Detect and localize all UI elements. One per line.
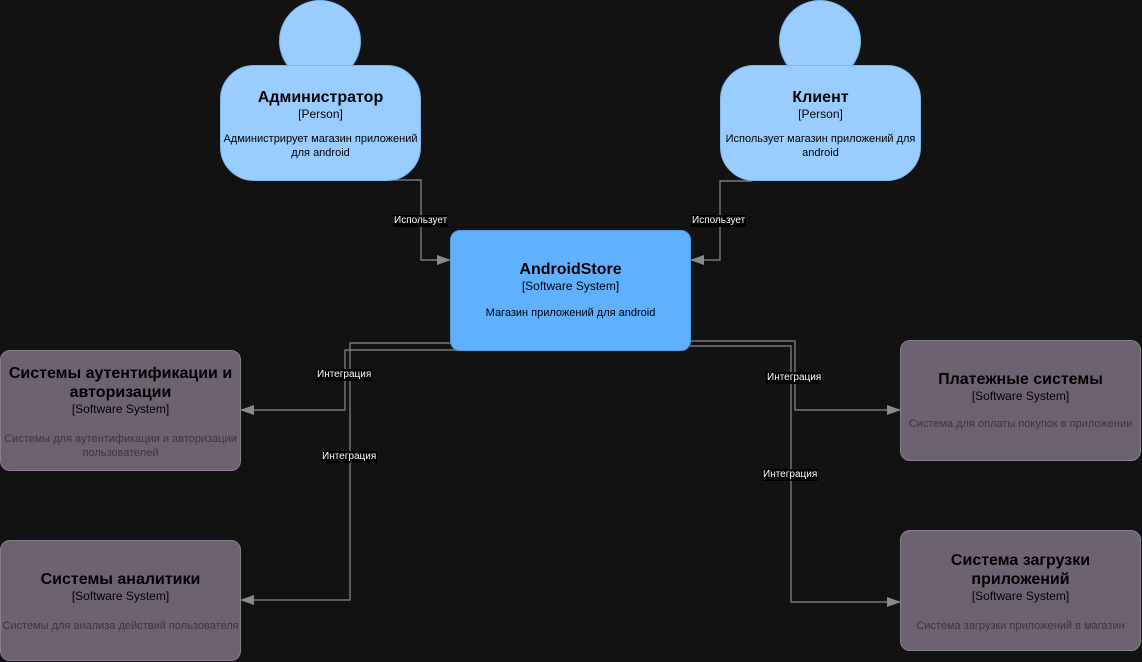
system-title: Системы аутентификации и авторизации: [8, 365, 233, 401]
edge-label-admin-uses: Использует: [393, 215, 449, 227]
edge-label-payments-integration: Интеграция: [766, 372, 823, 384]
system-downloads[interactable]: Система загрузки приложений [Software Sy…: [900, 530, 1141, 651]
system-payments[interactable]: Платежные системы [Software System] Сист…: [900, 340, 1141, 461]
system-tag: [Software System]: [971, 389, 1070, 403]
system-title: AndroidStore: [519, 261, 622, 278]
system-tag: [Software System]: [71, 402, 170, 416]
person-tag: [Person]: [298, 107, 343, 121]
system-tag: [Software System]: [971, 589, 1070, 603]
person-administrator-body[interactable]: Администратор [Person] Администрирует ма…: [220, 65, 421, 181]
system-androidstore[interactable]: AndroidStore [Software System] Магазин п…: [450, 230, 691, 351]
person-description: Администрирует магазин приложений для an…: [223, 133, 418, 159]
system-description: Системы для аутентификации и авторизации…: [4, 433, 237, 459]
system-auth[interactable]: Системы аутентификации и авторизации [So…: [0, 350, 241, 471]
system-description: Система загрузки приложений в магазин: [916, 620, 1125, 632]
person-tag: [Person]: [798, 107, 843, 121]
system-description: Системы для анализа действий пользовател…: [2, 620, 239, 632]
edge-label-downloads-integration: Интеграция: [762, 469, 819, 481]
system-tag: [Software System]: [521, 279, 620, 293]
system-title: Система загрузки приложений: [950, 552, 1091, 588]
system-tag: [Software System]: [71, 589, 170, 603]
edge-androidstore-analytics: [240, 342, 452, 605]
system-description: Магазин приложений для android: [485, 307, 656, 319]
system-title: Системы аналитики: [40, 571, 201, 588]
system-description: Система для оплаты покупок в приложении: [908, 418, 1133, 430]
edge-label-auth-integration: Интеграция: [316, 369, 373, 381]
system-title: Платежные системы: [938, 371, 1103, 388]
system-analytics[interactable]: Системы аналитики [Software System] Сист…: [0, 540, 241, 661]
person-description: Использует магазин приложений для androi…: [725, 133, 916, 159]
edge-label-client-uses: Использует: [691, 215, 747, 227]
person-client-body[interactable]: Клиент [Person] Использует магазин прило…: [720, 65, 921, 181]
person-title: Клиент: [792, 89, 849, 106]
person-title: Администратор: [257, 89, 384, 106]
edge-label-analytics-integration: Интеграция: [321, 451, 378, 463]
